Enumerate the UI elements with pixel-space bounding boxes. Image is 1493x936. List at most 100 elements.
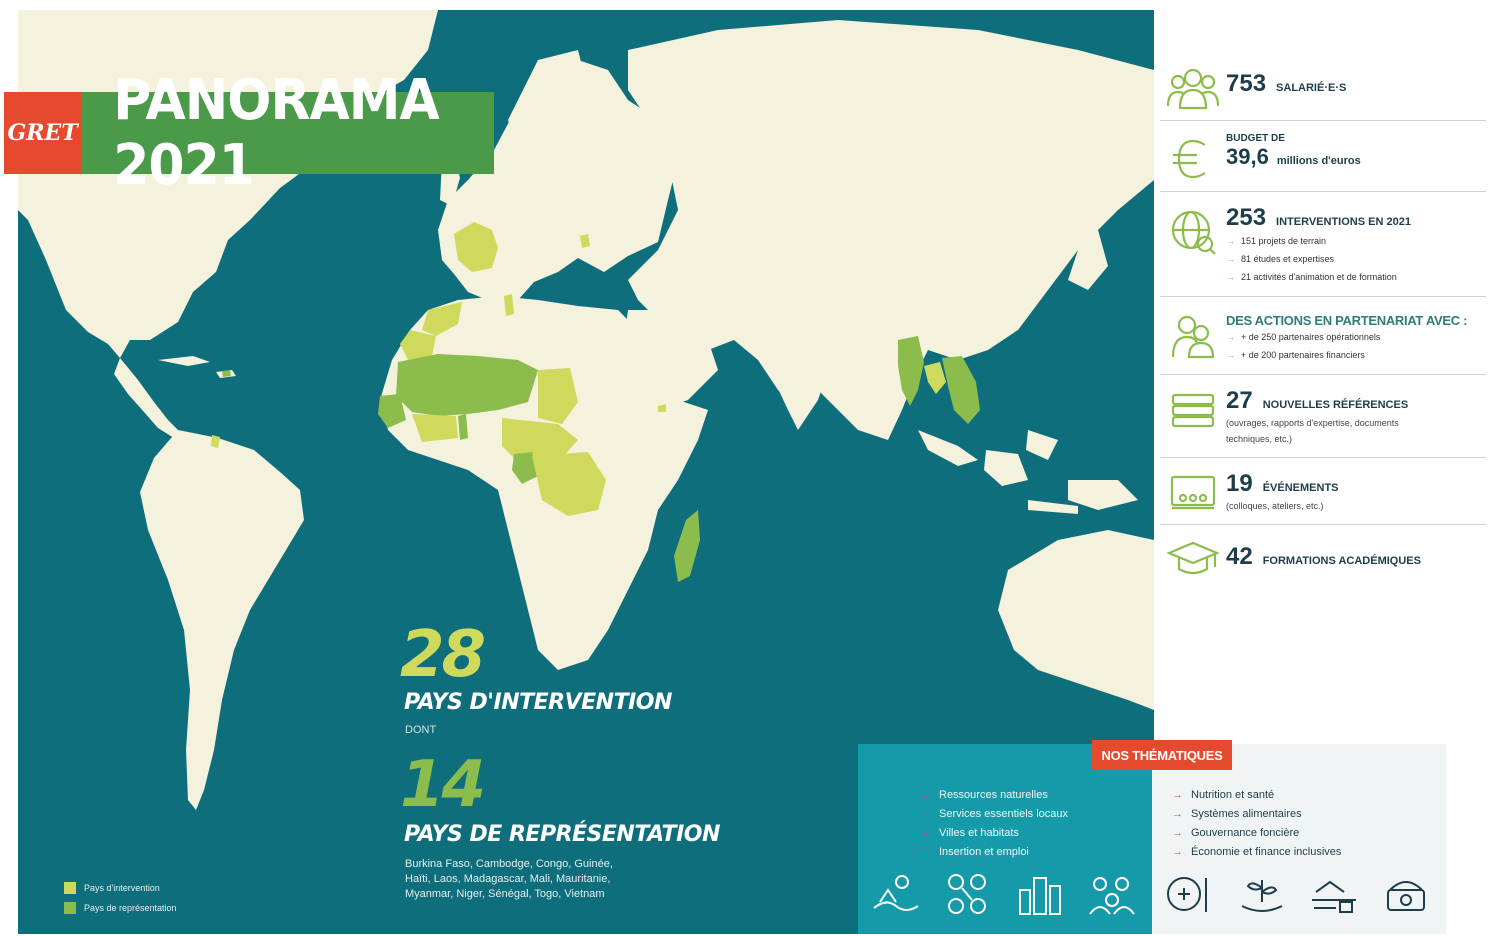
arrow-icon: → xyxy=(920,808,931,820)
land-australia xyxy=(998,530,1154,710)
themes-left-list: →Ressources naturelles →Services essenti… xyxy=(920,786,1068,862)
country-morocco xyxy=(422,302,462,336)
interventions-item: →81 études et expertises xyxy=(1226,254,1335,264)
country-france xyxy=(454,222,498,272)
trainings-value: 42 xyxy=(1226,543,1253,570)
land-india xyxy=(758,340,828,430)
euro-icon xyxy=(1160,133,1226,181)
land-europe xyxy=(438,60,678,302)
themes-right-panel: →Nutrition et santé →Systèmes alimentair… xyxy=(1152,744,1446,934)
theme-item: →Services essentiels locaux xyxy=(920,808,1069,820)
country-ivory-coast-ghana xyxy=(412,414,458,442)
legend-label-representation: Pays de représentation xyxy=(84,903,177,913)
budget-label: millions d'euros xyxy=(1276,155,1361,167)
events-detail: (colloques, ateliers, etc.) xyxy=(1226,501,1324,511)
country-mauritania-mali-niger xyxy=(396,354,538,416)
gret-logo: GRET xyxy=(4,92,82,174)
events-label: ÉVÉNEMENTS xyxy=(1262,482,1339,494)
employees-value: 753 xyxy=(1226,70,1267,97)
themes-left-panel: →Ressources naturelles →Services essenti… xyxy=(858,744,1152,934)
country-chad xyxy=(538,368,578,424)
intervention-caption: PAYS D'INTERVENTION xyxy=(404,690,672,715)
stat-interventions: 253 INTERVENTIONS EN 2021 →151 projets d… xyxy=(1160,192,1486,297)
people-icon xyxy=(1160,62,1226,110)
stats-panel: 753 SALARIÉ·E·S BUDGET DE 39,6 millions … xyxy=(1160,50,1486,585)
legend-item-representation: Pays de représentation xyxy=(64,902,177,914)
legend-swatch-intervention xyxy=(64,882,76,894)
theme-item: →Ressources naturelles xyxy=(920,789,1048,801)
country-drc xyxy=(532,452,606,516)
representation-count: 14 xyxy=(400,748,486,822)
interventions-item: →21 activités d'animation et de formatio… xyxy=(1226,272,1397,282)
food-plant-icon xyxy=(1241,880,1283,912)
stat-events: 19 ÉVÉNEMENTS (colloques, ateliers, etc.… xyxy=(1160,458,1486,525)
stat-employees: 753 SALARIÉ·E·S xyxy=(1160,50,1486,121)
budget-value: 39,6 xyxy=(1226,144,1269,169)
globe-search-icon xyxy=(1160,204,1226,256)
events-value: 19 xyxy=(1226,470,1253,497)
representation-caption: PAYS DE REPRÉSENTATION xyxy=(404,822,720,847)
country-moldova-ukraine xyxy=(580,234,590,248)
themes-left-icons xyxy=(872,872,1136,916)
stat-budget: BUDGET DE 39,6 millions d'euros xyxy=(1160,121,1486,192)
map-legend: Pays d'intervention Pays de représentati… xyxy=(64,882,177,922)
header-banner: GRET PANORAMA 2021 xyxy=(4,68,494,198)
arrow-icon: → xyxy=(1226,236,1235,246)
interventions-item: →151 projets de terrain xyxy=(1226,236,1327,246)
land-icon xyxy=(1312,880,1356,913)
land-caribbean xyxy=(158,356,236,378)
country-haiti xyxy=(222,370,231,377)
country-djibouti xyxy=(658,404,666,412)
land-asia xyxy=(628,20,1154,440)
theme-item: →Villes et habitats xyxy=(920,827,1019,839)
themes-right-icons xyxy=(1166,872,1430,916)
arrow-icon: → xyxy=(1172,846,1183,858)
world-map xyxy=(18,10,1154,934)
references-detail: (ouvrages, rapports d'expertise, documen… xyxy=(1226,418,1399,444)
country-congo xyxy=(512,452,538,484)
arrow-icon: → xyxy=(920,789,931,801)
theme-item: →Systèmes alimentaires xyxy=(1172,808,1302,820)
legend-label-intervention: Pays d'intervention xyxy=(84,883,160,893)
stat-trainings: 42 FORMATIONS ACADÉMIQUES xyxy=(1160,525,1486,585)
legend-item-intervention: Pays d'intervention xyxy=(64,882,177,894)
budget-prefix: BUDGET DE xyxy=(1226,133,1285,144)
legend-swatch-representation xyxy=(64,902,76,914)
land-greenland xyxy=(268,10,438,100)
theme-item: →Nutrition et santé xyxy=(1172,789,1275,801)
screen-icon xyxy=(1160,470,1226,512)
partnerships-item: →+ de 200 partenaires financiers xyxy=(1226,350,1365,360)
city-icon xyxy=(1019,877,1061,915)
land-japan xyxy=(1068,210,1108,290)
health-icon xyxy=(1167,877,1207,912)
references-value: 27 xyxy=(1226,387,1253,414)
employment-icon xyxy=(1089,877,1135,915)
country-tunisia xyxy=(504,294,514,316)
references-label: NOUVELLES RÉFÉRENCES xyxy=(1262,399,1409,411)
country-madagascar xyxy=(674,510,700,582)
stat-partnerships: DES ACTIONS EN PARTENARIAT AVEC : →+ de … xyxy=(1160,297,1486,375)
books-icon xyxy=(1160,387,1226,431)
stat-references: 27 NOUVELLES RÉFÉRENCES (ouvrages, rappo… xyxy=(1160,375,1486,458)
arrow-icon: → xyxy=(1226,272,1235,282)
theme-item: →Gouvernance foncière xyxy=(1172,827,1300,839)
graduation-cap-icon xyxy=(1160,537,1226,575)
country-senegal-guinea xyxy=(378,394,406,428)
country-laos-cambodia-vietnam xyxy=(942,356,980,424)
arrow-icon: → xyxy=(920,846,931,858)
country-togo xyxy=(458,414,468,440)
country-western-sahara-mauritania xyxy=(400,330,436,360)
themes-tag: NOS THÉMATIQUES xyxy=(1092,740,1232,770)
interventions-value: 253 xyxy=(1226,204,1267,231)
theme-item: →Économie et finance inclusives xyxy=(1172,846,1342,858)
arrow-icon: → xyxy=(1172,789,1183,801)
partnerships-title: DES ACTIONS EN PARTENARIAT AVEC : xyxy=(1226,313,1468,328)
land-scandinavia xyxy=(508,50,588,150)
trainings-label: FORMATIONS ACADÉMIQUES xyxy=(1262,555,1421,567)
arrow-icon: → xyxy=(1172,808,1183,820)
map-svg xyxy=(18,10,1154,810)
employees-label: SALARIÉ·E·S xyxy=(1276,82,1347,94)
country-thailand xyxy=(924,362,946,394)
arrow-icon: → xyxy=(1226,332,1235,342)
arrow-icon: → xyxy=(1226,350,1235,360)
